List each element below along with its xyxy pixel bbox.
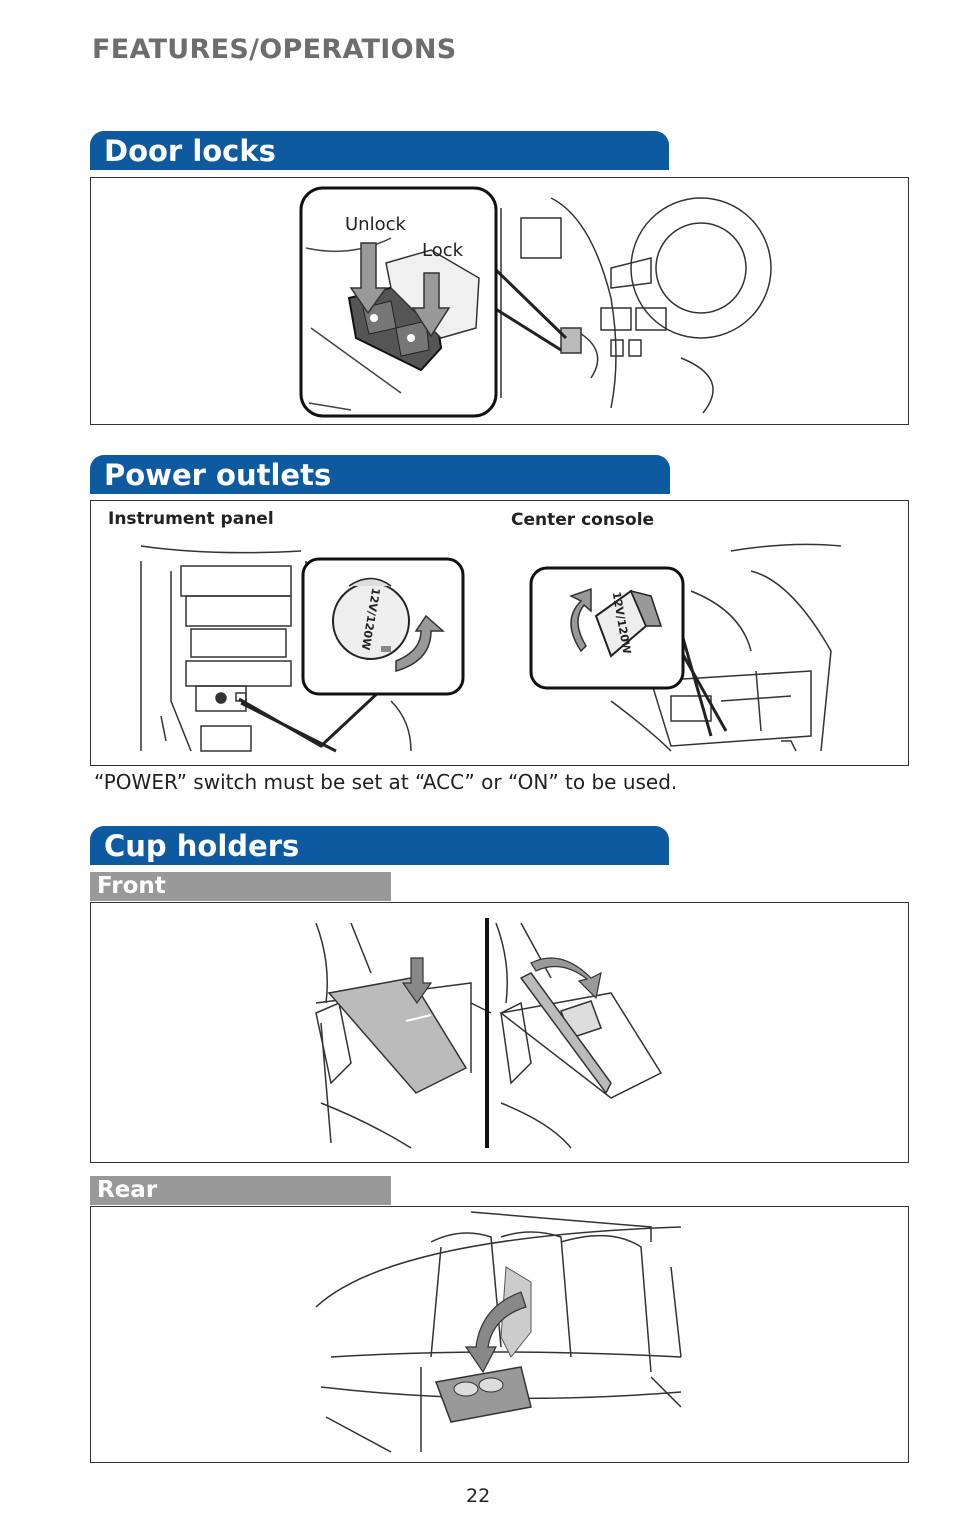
unlock-arrow [349,242,388,315]
power-outlets-title: Power outlets [90,455,670,494]
lock-label: Lock [422,240,464,261]
center-console-outlet-arrow [569,587,592,653]
rear-armrest [434,1366,532,1423]
lock-arrow [411,272,451,338]
rear-cup-holder-figure-frame [90,1206,909,1463]
door-locks-illustration [299,186,772,418]
press-arrow [401,957,433,1005]
open-arrow [530,957,602,1000]
power-outlets-illustration: 12V/120W 12V/120W [140,543,842,753]
unlock-label: Unlock [345,214,406,235]
fold-down-arrow [464,1291,527,1374]
rear-cup-holder-illustration [315,1211,682,1453]
front-cup-holder-figure-frame [90,902,909,1163]
center-console-label: Center console [511,510,655,530]
front-lid-closed [327,977,468,1094]
door-locks-figure-frame: Unlock Lock [90,177,909,425]
power-switch-note: “POWER” switch must be set at “ACC” or “… [94,770,678,794]
front-cup-holder-illustration [315,918,663,1149]
front-lid-open [519,972,612,1095]
front-subheading: Front [90,872,391,901]
page-number: 22 [466,1485,491,1507]
instrument-panel-outlet-arrow [395,614,445,672]
power-outlets-figure-frame: 12V/120W 12V/120W Instrument panel Cente… [90,500,909,766]
door-locks-title: Door locks [90,131,669,170]
cup-holders-title: Cup holders [90,826,669,865]
instrument-panel-label: Instrument panel [108,509,274,529]
rear-subheading: Rear [90,1176,391,1205]
section-header: FEATURES/OPERATIONS [92,34,457,65]
